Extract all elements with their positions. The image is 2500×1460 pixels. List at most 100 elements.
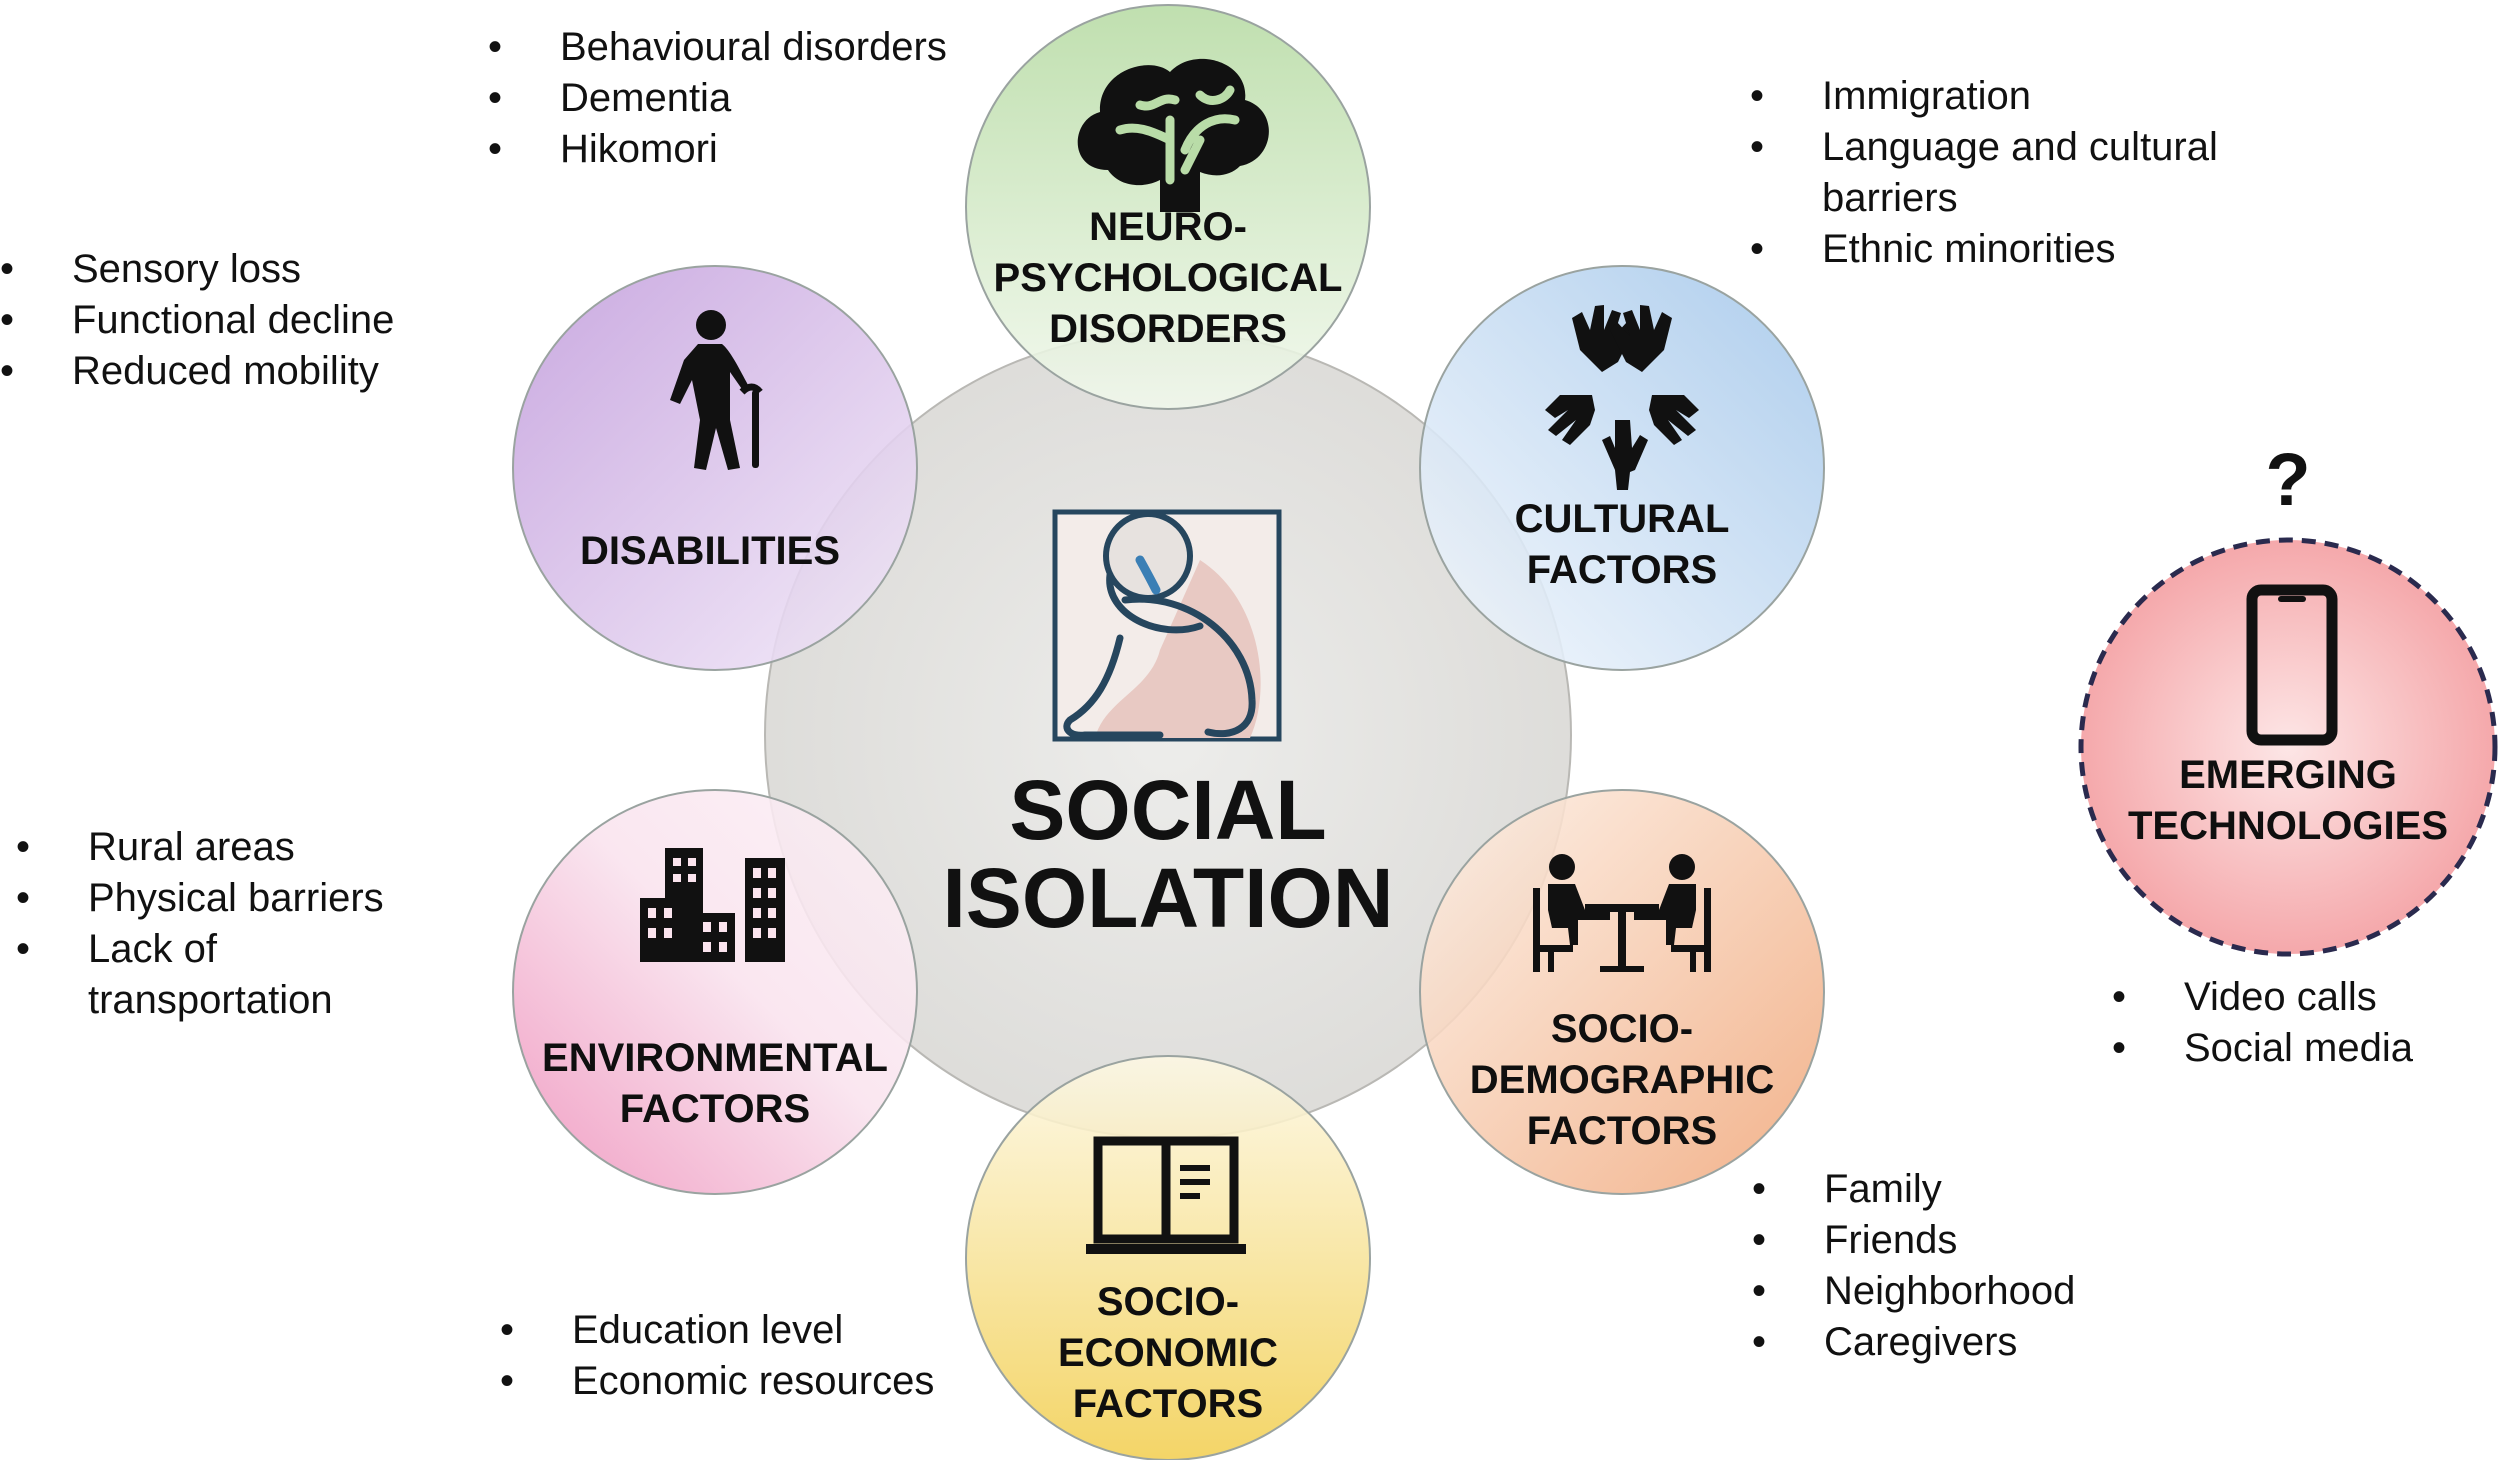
smartphone-icon [2246,584,2338,746]
list-item: •Language and cultural [1750,122,2218,173]
bullet: • [1752,1218,1767,1262]
environmental-label-line-1: ENVIRONMENTAL [542,1036,888,1080]
list-item: • Economic resources [500,1356,934,1407]
cultural-label-line-2: FACTORS [1526,548,1718,592]
bullet: • [16,876,31,920]
list-item-text: transportation [88,978,333,1022]
list-item-text: barriers [1822,176,1958,220]
cultural-items: • Immigration •Language and cultural barr… [1750,71,2218,275]
list-item-text: Dementia [560,76,732,120]
center-title-line-2: ISOLATION [942,851,1394,945]
socio-economic-label: SOCIO- ECONOMIC FACTORS [1008,1277,1328,1430]
bullet: • [488,127,503,171]
list-item-text: Social media [2184,1026,2414,1070]
disabilities-items: • Sensory loss • Functional decline • Reduc… [0,244,394,397]
list-item: • Social media [2112,1023,2413,1074]
bullet: • [2112,1026,2127,1070]
list-item-text: Family [1824,1167,1942,1211]
emerging-label-line-1: EMERGING [2179,753,2397,797]
socio-economic-label-line-2: ECONOMIC [1058,1331,1278,1375]
socio-economic-label-line-3: FACTORS [1072,1382,1264,1426]
bullet: • [1752,1320,1767,1364]
list-item-text: Behavioural disorders [560,25,947,69]
neuro-label-line-1: NEURO- [1089,205,1247,249]
socio-demographic-label-line-1: SOCIO- [1550,1007,1694,1051]
list-item-text: Education level [572,1308,844,1352]
list-item-text: Sensory loss [72,247,301,291]
list-item-text: Caregivers [1824,1320,2018,1364]
list-item: • Dementia [488,73,947,124]
list-item-text: Physical barriers [88,876,384,920]
environmental-items: •Rural areas • Physical barriers • Lack of… [16,822,384,1026]
bullet: • [488,76,503,120]
bullet: • [1750,125,1765,169]
list-item: • Caregivers [1752,1317,2075,1368]
buildings-icon [640,848,785,962]
cultural-label: CULTURAL FACTORS [1462,494,1782,596]
emerging-label-line-2: TECHNOLOGIES [2127,804,2449,848]
environmental-circle [512,789,918,1195]
list-item-text: Functional decline [72,298,395,342]
list-item: • Lack of [16,924,384,975]
emerging-label: EMERGING TECHNOLOGIES [2093,750,2483,852]
center-title-line-1: SOCIAL [1009,763,1327,857]
list-item-text: Immigration [1822,74,2031,118]
neuro-label: NEURO- PSYCHOLOGICAL DISORDERS [968,202,1368,355]
list-item-continuation: barriers [1750,173,2218,224]
list-item: • Neighborhood [1752,1266,2075,1317]
environmental-label-line-2: FACTORS [619,1087,811,1131]
list-item-text: Neighborhood [1824,1269,2076,1313]
list-item-text: Ethnic minorities [1822,227,2116,271]
list-item-continuation: transportation [16,975,384,1026]
bullet: • [488,25,503,69]
emerging-items: •Video calls • Social media [2112,972,2413,1074]
disabilities-label-line-1: DISABILITIES [579,529,841,573]
bullet: • [1750,74,1765,118]
brain-icon [1077,58,1269,212]
list-item-text: Hikomori [560,127,718,171]
list-item: • Sensory loss [0,244,394,295]
neuro-items: • Behavioural disorders • Dementia • Hikomo… [488,22,947,175]
bullet: • [0,247,15,291]
disabilities-label: DISABILITIES [535,526,885,577]
center-title: SOCIAL ISOLATION [918,766,1418,942]
list-item: • Behavioural disorders [488,22,947,73]
socio-demographic-items: •Family • Friends • Neighborhood • Caregive… [1752,1164,2075,1368]
bullet: • [500,1359,515,1403]
cultural-label-line-1: CULTURAL [1514,497,1730,541]
elderly-person-cane-icon [670,310,763,470]
list-item: •Video calls [2112,972,2413,1023]
bullet: • [16,927,31,971]
socio-economic-items: •Education level • Economic resources [500,1305,934,1407]
list-item: •Education level [500,1305,934,1356]
bullet: • [0,349,15,393]
socio-demographic-label-line-3: FACTORS [1526,1109,1718,1153]
list-item-text: Reduced mobility [72,349,379,393]
neuro-label-line-2: PSYCHOLOGICAL [993,256,1343,300]
socio-demographic-circle [1419,789,1825,1195]
list-item: • Hikomori [488,124,947,175]
list-item: • Immigration [1750,71,2218,122]
bullet: • [0,298,15,342]
disabilities-circle [512,265,918,671]
list-item: •Rural areas [16,822,384,873]
list-item: •Family [1752,1164,2075,1215]
bullet: • [1750,227,1765,271]
book-icon [1086,1136,1246,1254]
environmental-label: ENVIRONMENTAL FACTORS [515,1033,915,1135]
emerging-circle [2078,537,2498,957]
list-item: • Ethnic minorities [1750,224,2218,275]
neuro-label-line-3: DISORDERS [1049,307,1287,351]
list-item-text: Friends [1824,1218,1958,1262]
list-item: • Functional decline [0,295,394,346]
list-item: • Physical barriers [16,873,384,924]
list-item-text: Economic resources [572,1359,935,1403]
bullet: • [16,825,31,869]
bullet: • [1752,1269,1767,1313]
hands-icon [1545,305,1699,490]
list-item: • Reduced mobility [0,346,394,397]
socio-economic-label-line-1: SOCIO- [1096,1280,1240,1324]
socio-economic-circle [965,1055,1371,1460]
list-item-text: Lack of [88,927,217,971]
